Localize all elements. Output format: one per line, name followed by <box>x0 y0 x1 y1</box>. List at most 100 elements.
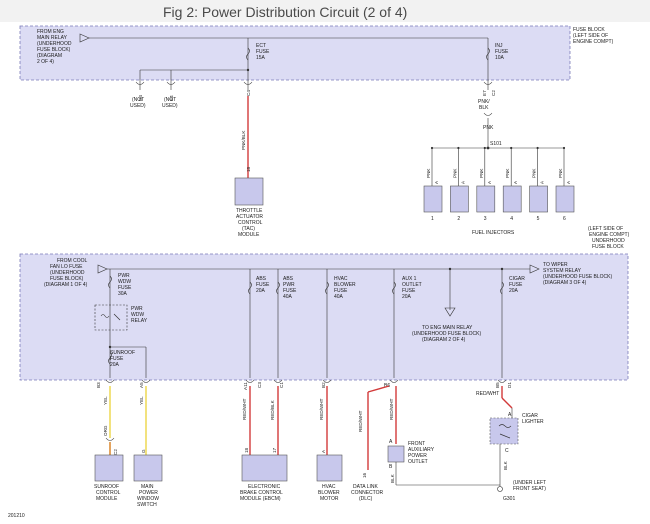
svg-text:BLOWER: BLOWER <box>318 490 340 496</box>
svg-text:AUXILIARY: AUXILIARY <box>408 447 435 453</box>
abs-fuse-label-2: FUSE <box>256 282 270 288</box>
figure-title: Fig 2: Power Distribution Circuit (2 of … <box>163 4 408 20</box>
pwr-relay-label-3: RELAY <box>131 318 148 324</box>
top-pin-e7: E7 C2 <box>482 81 496 96</box>
hvac-fuse-label-1: HVAC <box>334 276 348 282</box>
cigar-lighter: RED/WHT A CIGAR LIGHTER C BLK <box>476 386 544 485</box>
wiper-label-3: (UNDERHOOD FUSE BLOCK) <box>543 274 613 280</box>
figure-header: Fig 2: Power Distribution Circuit (2 of … <box>0 0 650 22</box>
svg-text:B2: B2 <box>321 382 326 388</box>
svg-text:CIGAR: CIGAR <box>522 413 538 419</box>
top-input-label-6: 2 OF 4) <box>37 59 54 65</box>
svg-text:POWER: POWER <box>139 490 158 496</box>
svg-text:A: A <box>321 449 326 453</box>
tac-pin: 18 <box>246 166 251 172</box>
svg-text:B5: B5 <box>495 382 500 388</box>
svg-text:CONTROL: CONTROL <box>96 490 121 496</box>
svg-text:C: C <box>505 448 509 454</box>
svg-text:(NOT: (NOT <box>164 97 176 103</box>
svg-text:A: A <box>389 439 393 445</box>
inj-fuse-label-1: INJ <box>495 43 503 49</box>
bottom-block-label-1: (LEFT SIDE OF <box>588 226 623 232</box>
svg-text:D1: D1 <box>507 382 512 388</box>
tac-module-box <box>234 177 264 206</box>
svg-text:BRAKE CONTROL: BRAKE CONTROL <box>240 490 283 496</box>
hvac-blower-motor: RED/WHT A HVAC BLOWER MOTOR <box>316 386 343 502</box>
top-pin-e4: E4 (NOT USED) <box>162 81 178 109</box>
hvac-fuse-symbol <box>325 281 329 295</box>
aux-fuse-symbol <box>392 281 396 295</box>
svg-text:A5: A5 <box>139 382 144 388</box>
svg-text:2: 2 <box>457 216 460 222</box>
eng-main-label-1: TO ENG MAIN RELAY <box>422 325 473 331</box>
ect-fuse-symbol <box>246 47 250 61</box>
abs-fuse-symbol <box>248 281 252 295</box>
svg-text:3: 3 <box>484 216 487 222</box>
injector-circuit: PNK/ BLK PNK S101 PNKA1PNKA2PNKA3PNKA4PN… <box>423 99 575 236</box>
dlc-connector: RED/WHT 16 DATA LINK CONNECTOR (DLC) <box>351 385 390 502</box>
svg-text:RED/WHT: RED/WHT <box>242 398 247 420</box>
bottom-block-label-2: ENGINE COMPT) <box>589 232 630 238</box>
sunroof-fuse-label-1: SUNROOF <box>110 350 135 356</box>
svg-text:C4: C4 <box>246 90 251 96</box>
svg-text:1: 1 <box>431 216 434 222</box>
tac-name-2: ACTUATOR <box>236 214 263 220</box>
main-power-window-switch: YEL G MAIN POWER WINDOW SWITCH <box>133 386 163 508</box>
svg-text:PNK: PNK <box>532 168 537 178</box>
svg-text:A: A <box>460 180 465 184</box>
pwr-relay-label-1: PWR <box>131 306 143 312</box>
inj-fuse-label-2: FUSE <box>495 49 509 55</box>
pwr-fuse-label-2: WDW <box>118 279 131 285</box>
svg-text:YEL: YEL <box>139 396 144 405</box>
svg-text:PNK: PNK <box>505 168 510 178</box>
tac-name-4: (TAC) <box>242 226 255 232</box>
tac-circuit: PNK/BLK 18 THROTTLE ACTUATOR CONTROL (TA… <box>234 96 264 238</box>
eng-main-label-2: (UNDERHOOD FUSE BLOCK) <box>412 331 482 337</box>
abs-pwr-fuse-label-2: PWR <box>283 282 295 288</box>
pwr-fuse-label-4: 30A <box>118 291 128 297</box>
top-block-label-2: (LEFT SIDE OF <box>573 33 608 39</box>
svg-text:(DLC): (DLC) <box>359 496 373 502</box>
svg-text:PNK: PNK <box>558 168 563 178</box>
svg-text:RED/WHT: RED/WHT <box>389 398 394 420</box>
abs-pwr-fuse-label-4: 40A <box>283 294 293 300</box>
svg-text:18: 18 <box>244 447 249 453</box>
svg-text:C1: C1 <box>279 382 284 388</box>
svg-text:E7: E7 <box>482 90 487 96</box>
svg-text:B3: B3 <box>96 382 101 388</box>
top-input-label-4: FUSE BLOCK) <box>37 47 71 53</box>
abs-pwr-fuse-symbol <box>276 281 280 295</box>
svg-text:D4: D4 <box>138 95 143 101</box>
svg-text:MOTOR: MOTOR <box>320 496 339 502</box>
bottom-fuse-block: (LEFT SIDE OF ENGINE COMPT) UNDERHOOD FU… <box>19 226 630 390</box>
inj-fuse-symbol <box>486 47 490 61</box>
svg-text:POWER: POWER <box>408 453 427 459</box>
svg-text:A: A <box>513 180 518 184</box>
svg-text:MODULE: MODULE <box>96 496 118 502</box>
sunroof-fuse-label-3: 20A <box>110 362 120 368</box>
svg-text:ORG: ORG <box>103 425 108 436</box>
svg-text:PNK: PNK <box>426 168 431 178</box>
svg-text:G301: G301 <box>503 496 515 502</box>
ground-icon <box>497 486 503 492</box>
inj-wire-label-2: BLK <box>479 105 489 111</box>
bottom-fuse-block-panel <box>19 253 629 381</box>
splice-label: S101 <box>490 141 502 147</box>
bottom-input-arrow <box>97 264 108 274</box>
sunroof-fuse-label-2: FUSE <box>110 356 124 362</box>
svg-text:BLK: BLK <box>390 473 395 483</box>
cigar-fuse-label-1: CIGAR <box>509 276 525 282</box>
aux-fuse-label-1: AUX 1 <box>402 276 417 282</box>
top-fuse-block: FUSE BLOCK (LEFT SIDE OF ENGINE COMPT) F… <box>19 25 614 109</box>
svg-text:WINDOW: WINDOW <box>137 496 159 502</box>
tac-name-1: THROTTLE <box>236 208 263 214</box>
svg-text:16: 16 <box>362 472 367 478</box>
svg-text:E4: E4 <box>169 95 174 101</box>
svg-text:4: 4 <box>510 216 513 222</box>
svg-text:CONNECTOR: CONNECTOR <box>351 490 384 496</box>
wiper-label-2: SYSTEM RELAY <box>543 268 582 274</box>
cigar-fuse-label-3: 20A <box>509 288 519 294</box>
eng-main-arrow <box>444 307 456 317</box>
